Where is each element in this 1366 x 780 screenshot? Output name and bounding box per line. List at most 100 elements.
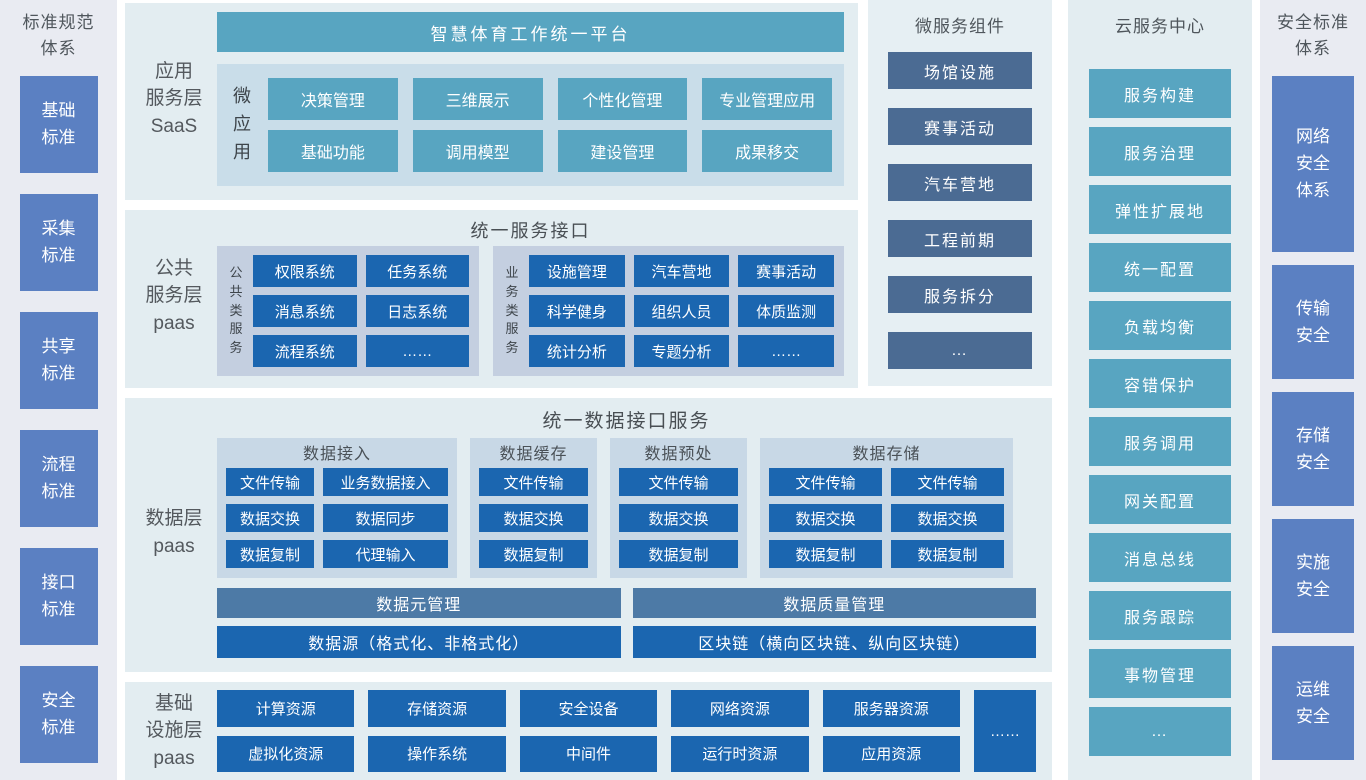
saas-layer: 应用 服务层 SaaS 智慧体育工作统一平台 微 应 用 决策管理三维展示个性化… (125, 3, 858, 200)
unified-data-interface-title: 统一数据接口服务 (542, 411, 711, 432)
micro-apps-grid: 决策管理三维展示个性化管理专业管理应用基础功能调用模型建设管理成果移交 (268, 78, 832, 172)
unified-service-interface-title: 统一服务接口 (470, 221, 591, 241)
microservice-item: 工程前期 (888, 220, 1032, 257)
standards-item: 基础 标准 (19, 75, 98, 173)
infrastructure-more-box: …… (974, 690, 1036, 772)
data-preprocess-item: 数据交换 (619, 504, 738, 532)
infrastructure-item: 存储资源 (368, 690, 506, 727)
business-service-item: 设施管理 (529, 255, 625, 287)
security-items: 网络 安全 体系传输 安全存储 安全实施 安全运维 安全 (1272, 75, 1354, 760)
microservice-item: 服务拆分 (888, 276, 1032, 313)
micro-app-item: 成果移交 (702, 130, 832, 172)
data-cache-item: 数据交换 (479, 504, 588, 532)
data-storage-group: 数据存储 文件传输文件传输数据交换数据交换数据复制数据复制 (760, 438, 1013, 578)
infrastructure-item: 计算资源 (217, 690, 355, 727)
data-management-bars: 数据元管理 数据质量管理 (217, 588, 1036, 618)
infrastructure-item: 操作系统 (368, 735, 506, 772)
security-item: 运维 安全 (1272, 645, 1354, 760)
data-access-group: 数据接入 文件传输业务数据接入数据交换数据同步数据复制代理输入 (217, 438, 457, 578)
microservices-panel: 微服务组件 场馆设施赛事活动汽车营地工程前期服务拆分… (868, 0, 1052, 386)
security-item: 存储 安全 (1272, 391, 1354, 506)
microservices-panel-title: 微服务组件 (915, 17, 1005, 36)
data-preprocess-item: 数据复制 (619, 540, 738, 568)
data-source-bar: 数据源（格式化、非格式化） (217, 626, 621, 658)
security-item: 实施 安全 (1272, 518, 1354, 633)
standards-item: 安全 标准 (19, 665, 98, 763)
data-quality-management-bar: 数据质量管理 (632, 588, 1036, 618)
infrastructure-item: 网络资源 (671, 690, 809, 727)
micro-apps-panel: 微 应 用 决策管理三维展示个性化管理专业管理应用基础功能调用模型建设管理成果移… (217, 64, 844, 186)
microservice-item: … (888, 332, 1032, 369)
service-groups-row: 公 共 类 服 务 权限系统任务系统消息系统日志系统流程系统…… 业 务 类 服… (217, 246, 844, 376)
cloud-service-item: 容错保护 (1089, 359, 1231, 408)
common-services-group: 公 共 类 服 务 权限系统任务系统消息系统日志系统流程系统…… (217, 246, 479, 376)
micro-app-item: 个性化管理 (557, 78, 688, 120)
data-storage-title: 数据存储 (852, 446, 921, 463)
data-access-title: 数据接入 (302, 446, 371, 463)
common-services-vertical-label: 公 共 类 服 务 (229, 264, 243, 356)
standards-panel-title: 标准规范 体系 (22, 13, 95, 59)
standards-item: 流程 标准 (19, 429, 98, 527)
cloud-service-item: … (1089, 707, 1231, 756)
metadata-management-bar: 数据元管理 (217, 588, 621, 618)
microservices-items: 场馆设施赛事活动汽车营地工程前期服务拆分… (888, 52, 1032, 369)
saas-layer-body: 智慧体育工作统一平台 微 应 用 决策管理三维展示个性化管理专业管理应用基础功能… (217, 12, 844, 186)
data-storage-grid: 文件传输文件传输数据交换数据交换数据复制数据复制 (769, 468, 1004, 568)
cloud-service-item: 统一配置 (1089, 243, 1231, 292)
data-layer-body: 统一数据接口服务 数据接入 文件传输业务数据接入数据交换数据同步数据复制代理输入… (217, 406, 1036, 660)
cloud-service-item: 服务构建 (1089, 69, 1231, 118)
infrastructure-layer-body: 计算资源存储资源安全设备网络资源服务器资源虚拟化资源操作系统中间件运行时资源应用… (217, 690, 1036, 772)
data-groups-row: 数据接入 文件传输业务数据接入数据交换数据同步数据复制代理输入 数据缓存 文件传… (217, 438, 1036, 578)
micro-app-item: 专业管理应用 (702, 78, 832, 120)
business-service-item: …… (738, 335, 834, 367)
micro-app-item: 基础功能 (268, 130, 398, 172)
cloud-service-item: 服务跟踪 (1089, 591, 1231, 640)
public-service-layer-label: 公共 服务层 paas (145, 257, 203, 334)
data-cache-title: 数据缓存 (499, 446, 568, 463)
common-service-item: …… (365, 335, 469, 367)
common-service-item: 权限系统 (253, 255, 357, 287)
main-architecture-area: 应用 服务层 SaaS 智慧体育工作统一平台 微 应 用 决策管理三维展示个性化… (125, 0, 1052, 780)
infrastructure-item: 运行时资源 (671, 735, 809, 772)
data-cache-group: 数据缓存 文件传输数据交换数据复制 (470, 438, 597, 578)
microservice-item: 场馆设施 (888, 52, 1032, 89)
cloud-service-item: 事物管理 (1089, 649, 1231, 698)
business-service-item: 专题分析 (633, 335, 730, 367)
infrastructure-layer: 基础 设施层 paas 计算资源存储资源安全设备网络资源服务器资源虚拟化资源操作… (125, 682, 1052, 780)
common-service-item: 日志系统 (365, 295, 469, 327)
data-cache-item: 文件传输 (479, 468, 588, 496)
common-service-item: 任务系统 (365, 255, 469, 287)
standards-items: 基础 标准采集 标准共享 标准流程 标准接口 标准安全 标准 (19, 75, 98, 763)
data-layer: 数据层 paas 统一数据接口服务 数据接入 文件传输业务数据接入数据交换数据同… (125, 398, 1052, 672)
micro-app-item: 建设管理 (557, 130, 688, 172)
cloud-service-item: 负载均衡 (1089, 301, 1231, 350)
infrastructure-grid: 计算资源存储资源安全设备网络资源服务器资源虚拟化资源操作系统中间件运行时资源应用… (217, 690, 960, 772)
cloud-service-item: 服务调用 (1089, 417, 1231, 466)
business-services-grid: 设施管理汽车营地赛事活动科学健身组织人员体质监测统计分析专题分析…… (529, 255, 834, 367)
business-service-item: 体质监测 (738, 295, 834, 327)
data-storage-item: 文件传输 (769, 468, 882, 496)
public-service-layer: 公共 服务层 paas 统一服务接口 公 共 类 服 务 权限系统任务系统消息系… (125, 210, 858, 388)
standards-item: 共享 标准 (19, 311, 98, 409)
data-access-grid: 文件传输业务数据接入数据交换数据同步数据复制代理输入 (226, 468, 448, 568)
business-service-item: 组织人员 (633, 295, 730, 327)
data-source-bars: 数据源（格式化、非格式化） 区块链（横向区块链、纵向区块链） (217, 626, 1036, 658)
data-preprocess-item: 文件传输 (619, 468, 738, 496)
data-layer-label: 数据层 paas (145, 508, 203, 557)
cloud-center-items: 服务构建服务治理弹性扩展地统一配置负载均衡容错保护服务调用网关配置消息总线服务跟… (1089, 69, 1231, 756)
micro-app-item: 三维展示 (412, 78, 543, 120)
data-storage-item: 数据复制 (891, 540, 1004, 568)
micro-apps-vertical-label: 微 应 用 (233, 86, 251, 162)
security-panel-title: 安全标准 体系 (1277, 13, 1349, 59)
data-storage-item: 文件传输 (891, 468, 1004, 496)
data-cache-grid: 文件传输数据交换数据复制 (479, 468, 588, 568)
infrastructure-layer-label: 基础 设施层 paas (145, 692, 203, 769)
microservice-item: 汽车营地 (888, 164, 1032, 201)
security-panel: 安全标准 体系 网络 安全 体系传输 安全存储 安全实施 安全运维 安全 (1260, 0, 1366, 780)
standards-item: 接口 标准 (19, 547, 98, 645)
data-storage-item: 数据交换 (891, 504, 1004, 532)
data-access-item: 代理输入 (323, 540, 448, 568)
blockchain-bar: 区块链（横向区块链、纵向区块链） (632, 626, 1036, 658)
infrastructure-item: 虚拟化资源 (217, 735, 355, 772)
